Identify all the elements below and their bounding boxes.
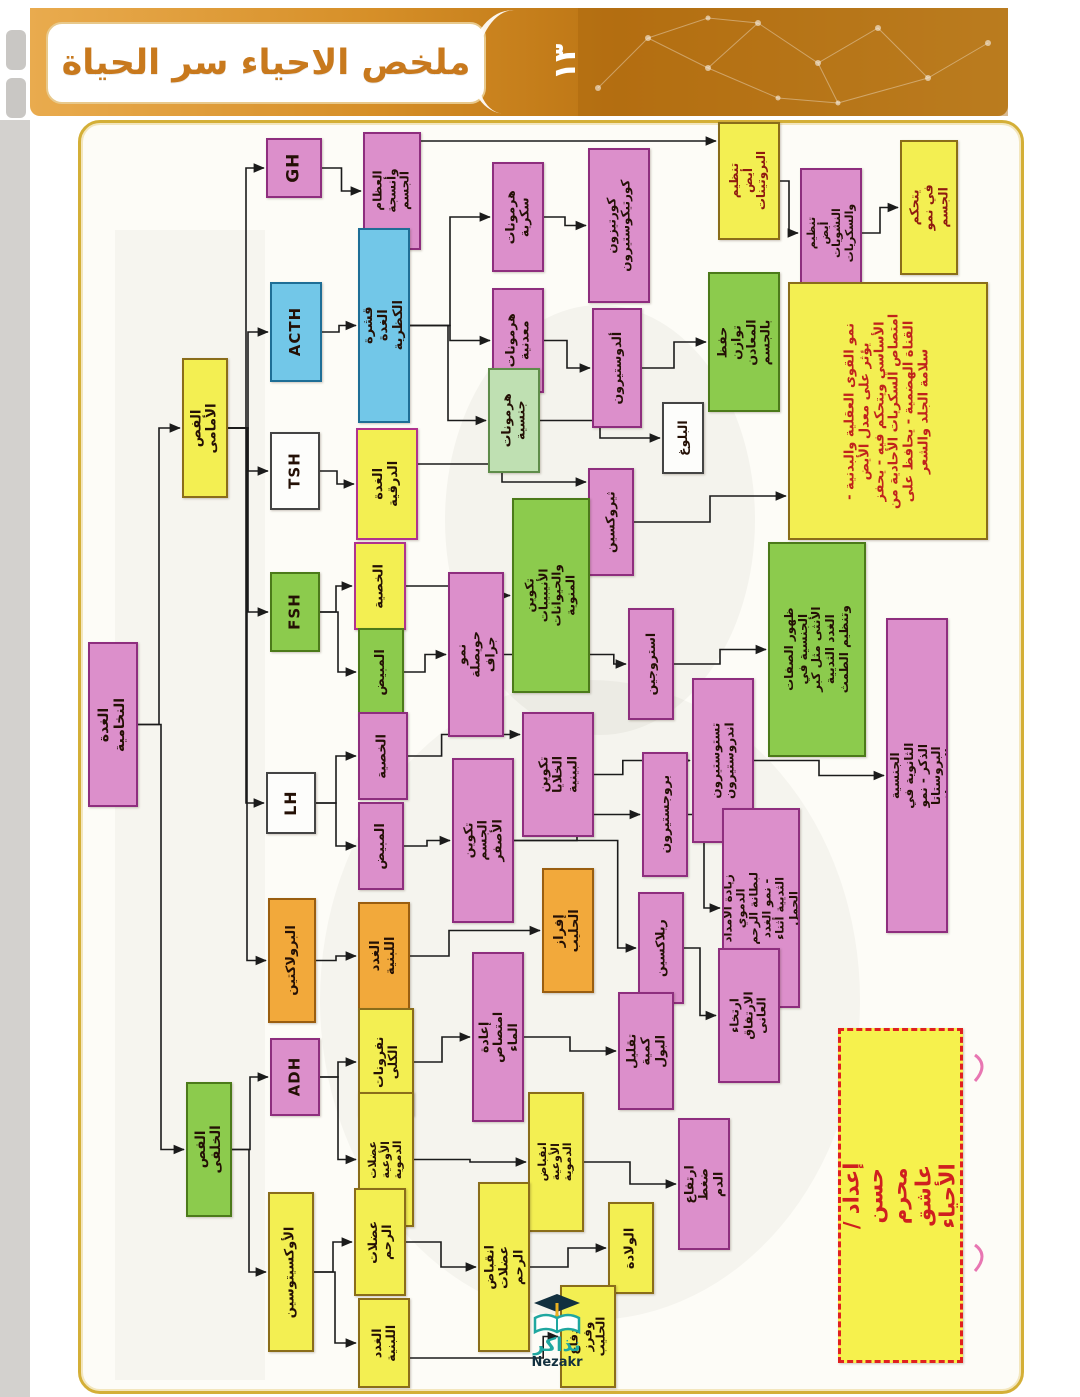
page-title: ملخص الاحياء سر الحياة <box>61 43 471 83</box>
scan-left-margin <box>0 0 30 1397</box>
scan-tab-decoration <box>6 78 26 118</box>
banner: ملخص الاحياء سر الحياة ١٣ <box>30 5 1008 119</box>
banner-title-box: ملخص الاحياء سر الحياة <box>46 22 486 104</box>
logo-arabic-text: نذاكر <box>533 1334 581 1356</box>
scan-tab-decoration <box>6 30 26 70</box>
nezakr-logo: نذاكر Nezakr <box>492 1292 622 1392</box>
graduation-book-icon <box>533 1294 581 1335</box>
logo-latin-text: Nezakr <box>531 1355 583 1370</box>
diagram-frame <box>78 120 1024 1394</box>
network-pattern-decoration <box>578 8 1008 116</box>
